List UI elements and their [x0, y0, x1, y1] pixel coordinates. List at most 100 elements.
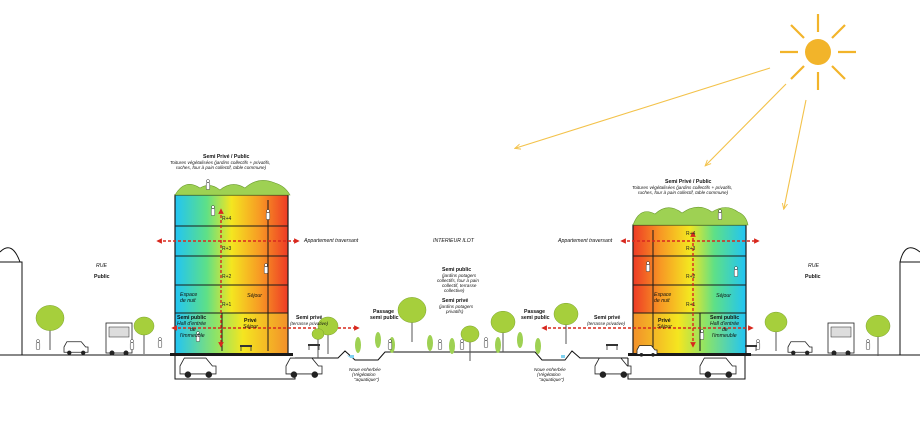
label-semi-prive-center-3: privatifs): [446, 309, 464, 314]
label-noue-right-3: "aquatique"): [539, 377, 564, 382]
person-icon: [210, 205, 216, 216]
bench-icon: [308, 344, 320, 350]
bus-icon: [827, 322, 855, 356]
car-icon: [787, 341, 813, 355]
car-icon: [699, 357, 737, 378]
car-icon: [594, 357, 632, 378]
label-hall-left-2: Hall d'entrée: [177, 321, 206, 327]
label-terrasse-right-2: (terrasse privative): [587, 321, 626, 326]
label-semi-public-center-5: collective): [444, 288, 465, 293]
tree-icon: [397, 297, 427, 342]
label-roof-left-desc2: ruches, four à pain collectif, table com…: [176, 165, 267, 170]
tree-icon: [311, 328, 325, 358]
label-hall-left-4: l'immeuble: [180, 333, 205, 339]
label-hall-right-2: Hall d'entrée: [710, 321, 739, 327]
tree-icon: [553, 302, 579, 344]
label-terrasse-left-2: (terrasse privative): [290, 321, 329, 326]
label-rue-left: RUE: [96, 263, 107, 269]
car-icon: [285, 357, 323, 378]
noue-water: [347, 355, 565, 359]
car-icon: [63, 341, 89, 355]
person-icon: [437, 339, 443, 350]
label-prive-right: Privé: [658, 318, 671, 324]
floor-label-left-r3: R+3: [222, 246, 232, 252]
label-hall-left: Semi public: [177, 315, 207, 321]
person-icon: [263, 263, 269, 274]
label-prive-right-2: Séjour: [657, 324, 672, 330]
label-passage-left: Passage: [373, 309, 395, 315]
hedge-icon: [495, 337, 501, 353]
person-icon: [157, 337, 163, 348]
tree-icon: [35, 305, 65, 350]
label-espace-nuit-right: Espace: [654, 292, 672, 298]
label-noue-left: Noue enherbée: [349, 367, 381, 372]
bench-icon: [745, 345, 757, 351]
bus-icon: [105, 322, 133, 356]
person-icon: [205, 179, 211, 190]
car-icon: [636, 345, 658, 357]
label-roof-right-desc2: ruches, four à pain collectif, table com…: [638, 190, 729, 195]
person-icon: [733, 266, 739, 277]
person-icon: [459, 339, 465, 350]
label-roof-left-desc1: Toitures végétalisées (jardins collectif…: [170, 160, 271, 165]
person-icon: [483, 337, 489, 348]
label-hall-right-3: de: [722, 327, 728, 333]
hedge-icon: [517, 332, 523, 348]
label-noue-left-3: "aquatique"): [354, 377, 379, 382]
label-semi-public-center: Semi public: [442, 267, 472, 273]
person-icon: [129, 339, 135, 350]
label-appartement-right: Appartement traversant: [558, 238, 613, 244]
person-icon: [645, 261, 651, 272]
tree-icon: [133, 316, 155, 354]
label-noue-right-2: (Végétation: [537, 372, 561, 377]
label-appartement-left: Appartement traversant: [304, 238, 359, 244]
hedge-icon: [355, 337, 361, 353]
label-espace-nuit-left-2: de nuit: [180, 298, 196, 304]
tree-icon: [490, 310, 516, 352]
label-hall-right: Semi public: [710, 315, 740, 321]
label-terrasse-right: Semi privé: [594, 315, 621, 321]
label-public-left: Public: [94, 274, 110, 280]
label-sejour-right: Séjour: [716, 293, 731, 299]
sun-ray-arrows: [516, 67, 807, 208]
tree-icon: [317, 316, 339, 354]
label-interieur-ilot: INTERIEUR ILOT: [433, 238, 474, 244]
hedge-icon: [427, 335, 433, 351]
label-roof-right-desc1: Toitures végétalisées (jardins collectif…: [632, 185, 733, 190]
building-left: [170, 180, 293, 356]
label-noue-left-2: (Végétation: [352, 372, 376, 377]
label-roof-left-title: Semi Privé / Public: [203, 154, 250, 160]
bench-icon: [240, 345, 252, 351]
person-icon: [35, 339, 41, 350]
label-passage-right: Passage: [524, 309, 546, 315]
tree-icon: [460, 325, 480, 361]
hedge-icon: [535, 338, 541, 354]
car-icon: [179, 357, 217, 378]
label-semi-prive-center: Semi privé: [442, 298, 469, 304]
label-semi-public-center-4: collectif, terrasse: [442, 283, 477, 288]
sun-icon: [780, 14, 856, 90]
floor-label-right-r3: R+3: [686, 246, 696, 252]
hedge-icon: [375, 332, 381, 348]
person-icon: [699, 329, 705, 340]
label-prive-left-2: Séjour: [243, 324, 258, 330]
label-sejour-left: Séjour: [247, 293, 262, 299]
floor-label-left-r4: R+4: [222, 216, 232, 222]
person-icon: [717, 209, 723, 220]
label-noue-right: Noue enherbée: [534, 367, 566, 372]
label-prive-left: Privé: [244, 318, 257, 324]
label-passage-left-2: semi public: [370, 315, 399, 321]
floor-label-right-r1: R+1: [686, 302, 696, 308]
label-roof-right-title: Semi Privé / Public: [665, 179, 712, 185]
label-rue-right: RUE: [808, 263, 819, 269]
building-right: [628, 206, 751, 356]
label-espace-nuit-left: Espace: [180, 292, 198, 298]
floor-label-right-r2: R+2: [686, 274, 696, 280]
label-hall-left-3: de: [190, 327, 196, 333]
person-icon: [387, 339, 393, 350]
floor-label-right-r4: R+4: [686, 231, 696, 237]
label-semi-prive-center-2: (jardins potagers: [439, 304, 474, 309]
floor-label-left-r1: R+1: [222, 302, 232, 308]
